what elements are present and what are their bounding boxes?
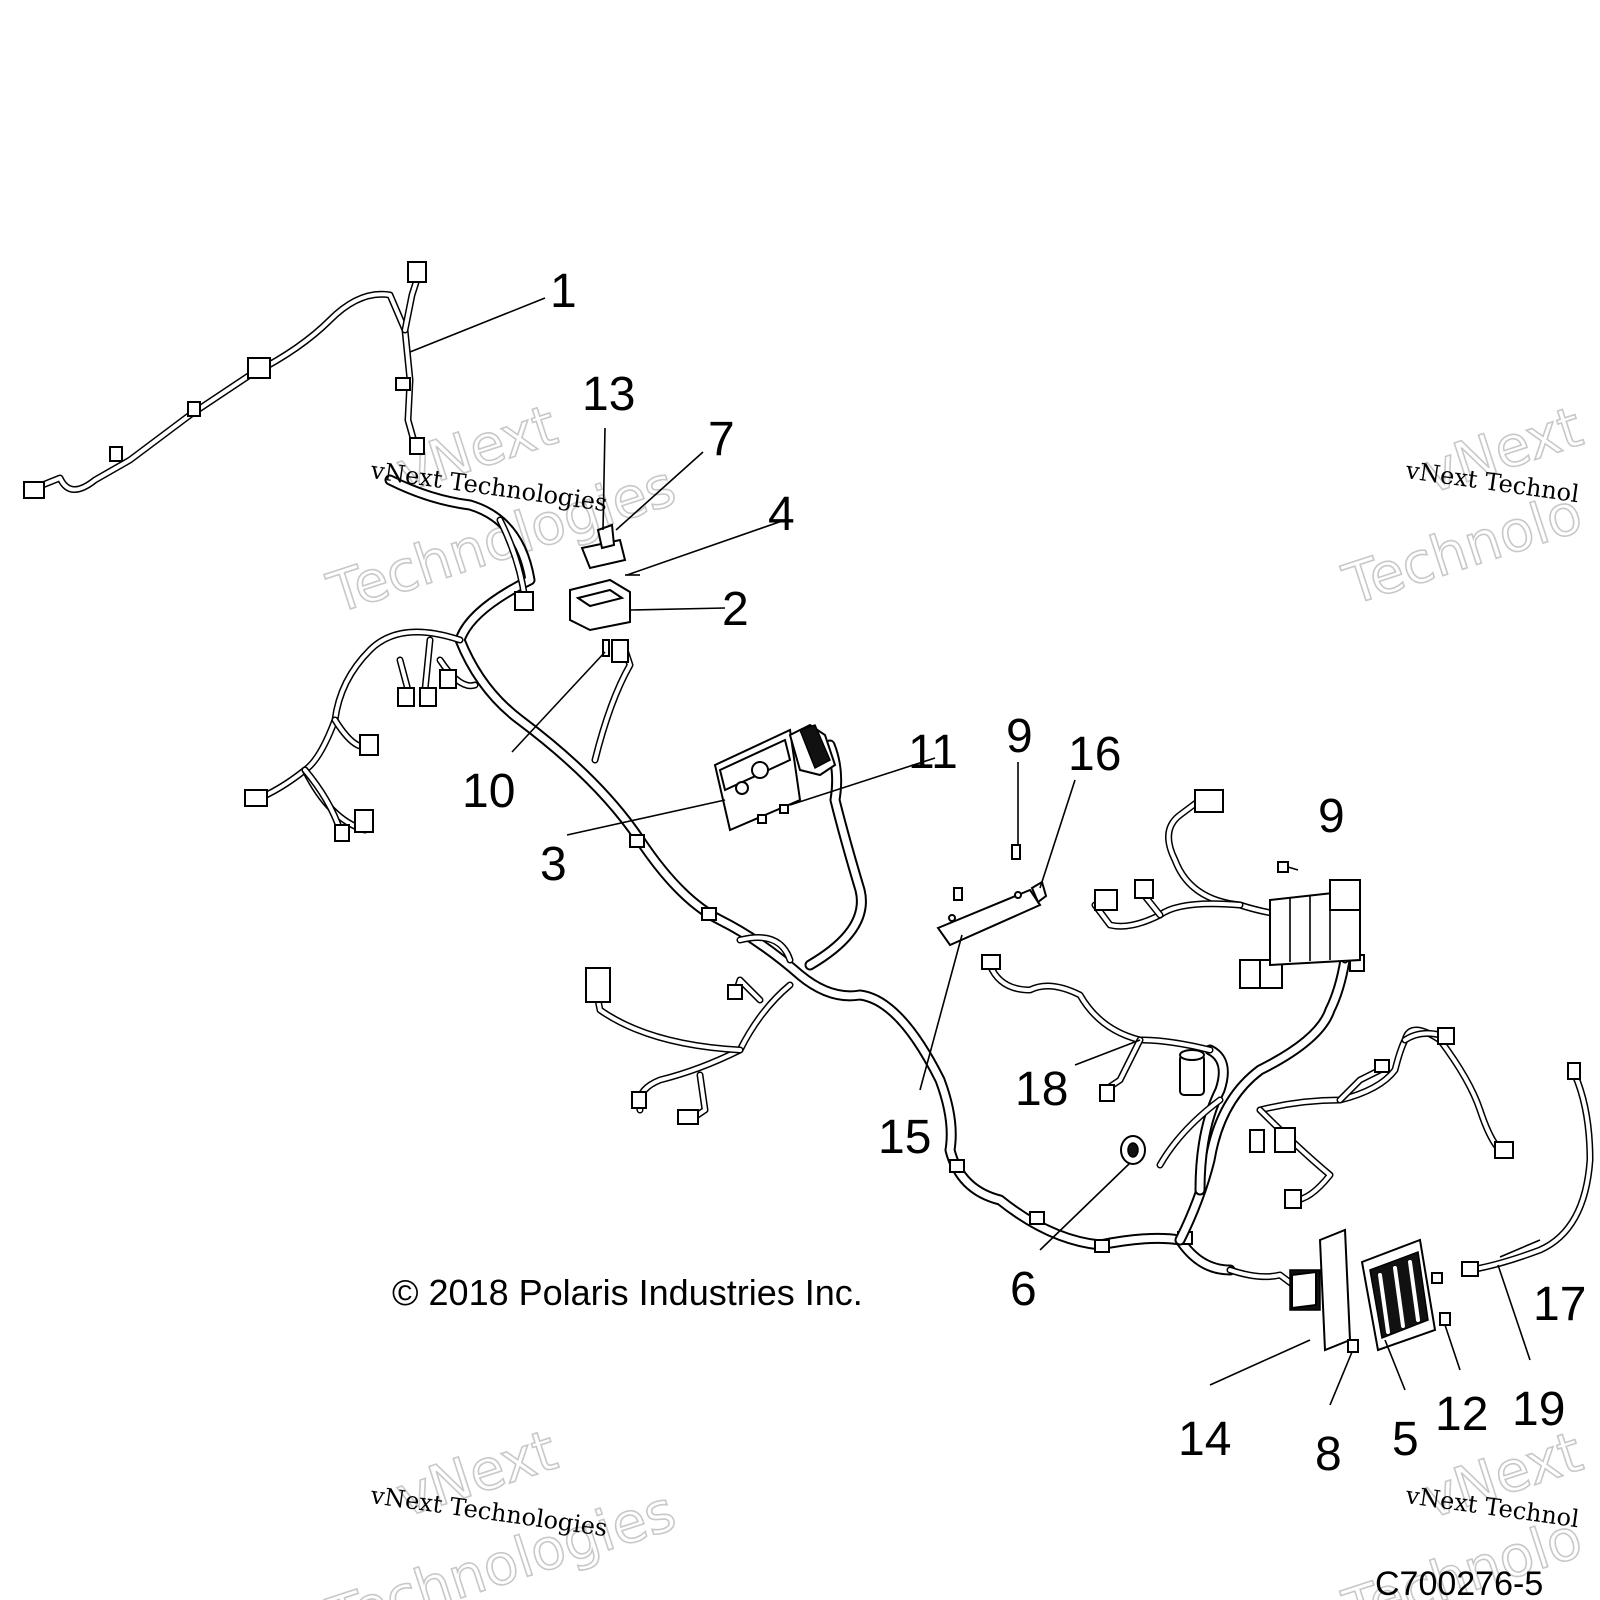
- callout-17: 17: [1533, 1278, 1586, 1331]
- callout-11: 11: [908, 726, 958, 779]
- callout-7: 7: [708, 413, 735, 466]
- right-harness: [981, 789, 1514, 1294]
- callout-labels: 1 2 3 4 5 6 7 8 9 9 10 11 12 13 14 15 16…: [462, 265, 1586, 1481]
- callout-19: 19: [1512, 1383, 1565, 1436]
- callout-9-right: 9: [1318, 790, 1345, 843]
- callout-8: 8: [1315, 1428, 1342, 1481]
- callout-3: 3: [540, 838, 567, 891]
- callout-2: 2: [722, 583, 749, 636]
- grommet-6: [1120, 1135, 1146, 1165]
- part-17-wire: [1461, 1062, 1594, 1277]
- ecu-3: [713, 723, 837, 832]
- copyright-notice: © 2018 Polaris Industries Inc.: [392, 1272, 863, 1313]
- callout-13: 13: [582, 368, 635, 421]
- relay-assembly: [569, 523, 640, 657]
- callout-18: 18: [1015, 1063, 1068, 1116]
- regulator-5: [1360, 1238, 1437, 1352]
- callout-4: 4: [768, 488, 795, 541]
- callout-15: 15: [878, 1111, 931, 1164]
- bracket-14: [1289, 1228, 1352, 1352]
- left-bundle-connectors: [244, 669, 743, 1125]
- callout-16: 16: [1068, 728, 1121, 781]
- leader-lines: [409, 297, 1541, 1406]
- watermark-script-group: vNext Technologies vNext Technol vNext T…: [368, 456, 1581, 1542]
- harness-1: [23, 261, 427, 499]
- callout-12: 12: [1435, 1388, 1488, 1441]
- bracket-15: [936, 844, 1048, 947]
- bolt-12-upper: [1431, 1272, 1443, 1284]
- callout-5: 5: [1392, 1413, 1419, 1466]
- bolt-8: [1347, 1339, 1359, 1353]
- bolt-9-right: [1277, 861, 1299, 873]
- figure-id: C700276-5: [1375, 1565, 1543, 1600]
- callout-10: 10: [462, 765, 515, 818]
- bolt-12-lower: [1439, 1312, 1451, 1326]
- callout-9-center: 9: [1006, 710, 1033, 763]
- callout-14: 14: [1178, 1413, 1231, 1466]
- callout-1: 1: [550, 265, 577, 318]
- callout-6: 6: [1010, 1263, 1037, 1316]
